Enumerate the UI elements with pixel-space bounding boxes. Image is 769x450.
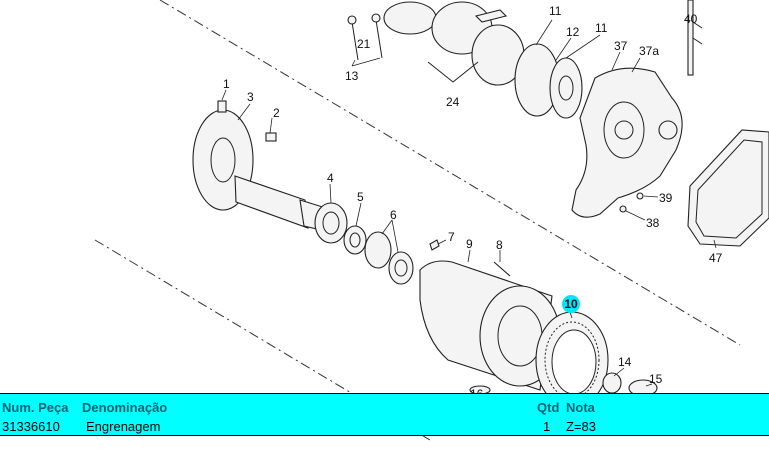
callout-15: 15	[649, 372, 663, 386]
callout-37: 37	[614, 39, 628, 53]
callout-39: 39	[659, 191, 673, 205]
callout-11-top: 11	[549, 4, 562, 18]
callout-3: 3	[247, 90, 254, 104]
axle-shaft	[192, 100, 331, 233]
table-row[interactable]: 31336610 Engrenagem 1 Z=83	[0, 417, 769, 437]
callout-14: 14	[618, 355, 632, 369]
callout-10[interactable]: 10	[564, 297, 578, 311]
rod	[687, 0, 703, 76]
axle-housing	[571, 67, 683, 218]
part-note: Z=83	[566, 419, 596, 434]
callout-2: 2	[273, 106, 280, 120]
selected-part-highlight[interactable]	[562, 295, 580, 313]
callout-11-side: 11	[595, 21, 608, 35]
roller-bearing	[364, 231, 392, 269]
bearing-cup	[388, 251, 414, 285]
seal-ring	[314, 202, 348, 244]
header-part-number: Num. Peça	[2, 400, 69, 415]
callout-4: 4	[327, 171, 334, 185]
callout-8: 8	[496, 238, 503, 252]
callout-7: 7	[448, 230, 455, 244]
header-quantity: Qtd	[537, 400, 560, 415]
part-info-panel: Num. Peça Denominação Qtd Nota 31336610 …	[0, 393, 769, 436]
selected-part-marker[interactable]: 10	[562, 295, 580, 313]
part-number: 31336610	[2, 419, 60, 434]
callout-40: 40	[684, 12, 698, 26]
callout-12: 12	[566, 25, 580, 39]
callout-5: 5	[357, 190, 364, 204]
header-note: Nota	[566, 400, 595, 415]
callout-24: 24	[446, 95, 460, 109]
callout-9: 9	[466, 237, 473, 251]
top-disc-cluster	[347, 1, 583, 119]
part-description: Engrenagem	[86, 419, 161, 434]
callout-6: 6	[390, 208, 397, 222]
diagram-boundary-line	[159, 0, 741, 346]
parts-table-header: Num. Peça Denominação Qtd Nota	[0, 398, 769, 418]
cover-gasket	[687, 129, 769, 247]
header-description: Denominação	[82, 400, 168, 415]
spacer-ring	[343, 225, 367, 255]
callout-13: 13	[345, 69, 359, 83]
callout-21: 21	[357, 37, 371, 51]
callout-47: 47	[709, 251, 723, 265]
callout-38: 38	[646, 216, 660, 230]
part-quantity: 1	[543, 419, 551, 434]
callout-1: 1	[223, 77, 230, 91]
callout-37a: 37a	[639, 44, 659, 58]
leader-lines	[221, 19, 717, 387]
